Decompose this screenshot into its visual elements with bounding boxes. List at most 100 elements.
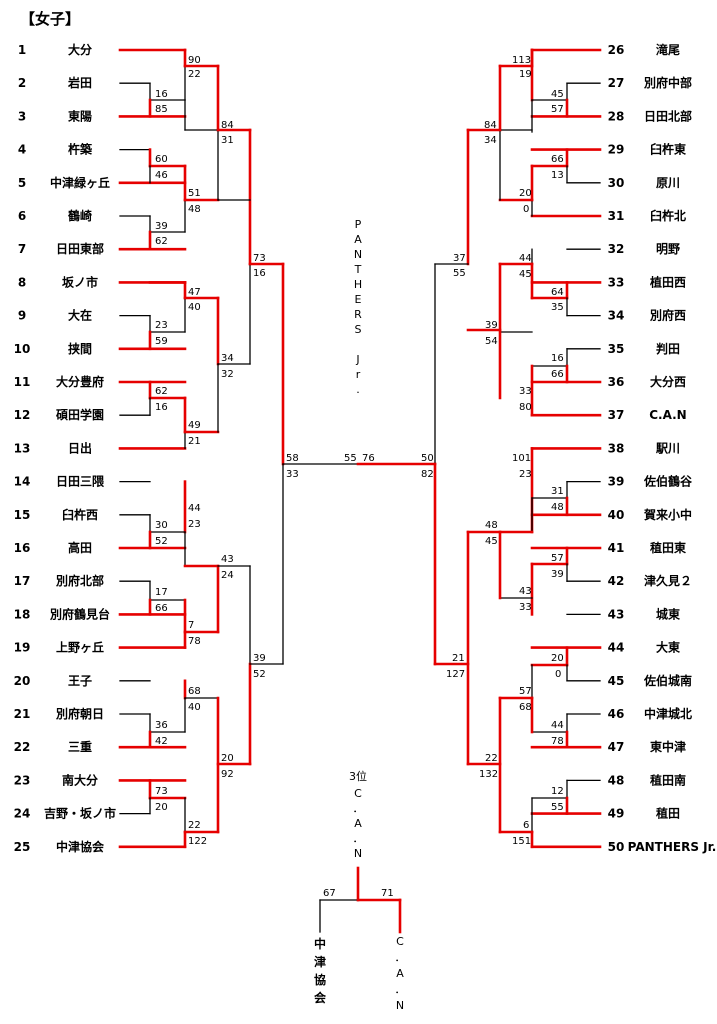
match-score: 37 [453, 253, 466, 264]
match-score: 113 [512, 55, 531, 66]
team-name: 明野 [656, 242, 680, 256]
match-score: 52 [253, 669, 266, 680]
team-seed: 22 [14, 740, 31, 754]
team-seed: 33 [608, 275, 625, 289]
team-seed: 3 [18, 109, 26, 123]
team-name: 日田三隈 [56, 474, 105, 489]
team-name: 別府鶴見台 [49, 606, 110, 621]
team-name: 臼杵東 [650, 142, 686, 157]
team-name: 鶴崎 [68, 208, 92, 223]
team-seed: 47 [608, 740, 625, 754]
third-place-team-char: C [396, 935, 404, 948]
champion-letter: P [355, 218, 362, 231]
champion-letter: T [354, 263, 362, 276]
match-score: 21 [452, 653, 465, 664]
match-score: 59 [155, 336, 168, 347]
team-seed: 10 [14, 342, 31, 356]
match-score: 31 [551, 486, 564, 497]
match-score: 46 [155, 170, 168, 181]
match-score: 19 [519, 69, 532, 80]
team-seed: 30 [608, 176, 625, 190]
team-name: 日田北部 [644, 108, 692, 123]
team-seed: 27 [608, 76, 625, 90]
third-place-label: 3位 [349, 769, 367, 783]
team-name: 日田東部 [56, 241, 104, 256]
team-seed: 8 [18, 275, 26, 289]
team-seed: 42 [608, 574, 625, 588]
match-score: 39 [485, 320, 498, 331]
team-seed: 39 [608, 475, 625, 489]
match-score: 151 [512, 836, 531, 847]
team-seed: 34 [608, 309, 625, 323]
team-seed: 23 [14, 773, 31, 787]
team-seed: 48 [608, 773, 625, 787]
team-name: 大分豊府 [56, 374, 104, 389]
match-score: 57 [519, 686, 532, 697]
match-score: 66 [551, 369, 564, 380]
match-score: 67 [323, 888, 336, 899]
match-score: 40 [188, 702, 201, 713]
match-score: 55 [344, 453, 357, 464]
match-score: 44 [519, 253, 532, 264]
match-score: 90 [188, 55, 201, 66]
match-score: 33 [519, 386, 532, 397]
match-score: 23 [188, 519, 201, 530]
team-name: 稙田東 [650, 540, 686, 555]
match-score: 20 [551, 653, 564, 664]
match-score: 73 [155, 786, 168, 797]
third-place-letter: ． [353, 802, 364, 815]
match-score: 68 [188, 686, 201, 697]
match-score: 44 [188, 503, 201, 514]
team-seed: 6 [18, 209, 26, 223]
team-seed: 24 [14, 807, 31, 821]
match-score: 48 [485, 520, 498, 531]
team-name: C.A.N [649, 408, 686, 422]
match-score: 58 [286, 453, 299, 464]
match-score: 31 [221, 135, 234, 146]
team-seed: 2 [18, 76, 26, 90]
match-score: 39 [155, 221, 168, 232]
team-name: 臼杵西 [62, 507, 98, 522]
team-seed: 21 [14, 707, 31, 721]
third-place-team-char: 津 [314, 954, 326, 969]
third-place-letter: ． [353, 832, 364, 845]
match-score: 13 [551, 170, 564, 181]
champion-letter: S [355, 323, 362, 336]
match-score: 23 [155, 320, 168, 331]
team-seed: 9 [18, 309, 26, 323]
team-seed: 26 [608, 43, 625, 57]
team-name: 大分 [68, 42, 92, 57]
team-name: 稙田 [656, 806, 680, 821]
match-score: 20 [519, 188, 532, 199]
team-name: 高田 [68, 540, 92, 555]
team-name: 佐伯鶴谷 [643, 474, 693, 489]
team-name: 岩田 [67, 75, 92, 90]
team-name: 滝尾 [656, 42, 680, 57]
team-name: 坂ノ市 [62, 274, 98, 289]
match-score: 60 [155, 154, 168, 165]
match-score: 84 [221, 120, 234, 131]
match-score: 54 [485, 336, 498, 347]
match-score: 62 [155, 386, 168, 397]
team-name: 吉野・坂ノ市 [44, 806, 116, 821]
champion-letter: N [354, 248, 362, 261]
match-score: 17 [155, 587, 168, 598]
match-score: 48 [551, 502, 564, 513]
third-place-team-char: 協 [314, 972, 326, 987]
team-name: 別府朝日 [55, 706, 104, 721]
match-score: 92 [221, 769, 234, 780]
match-score: 0 [555, 669, 561, 680]
champion-letter: J [355, 353, 359, 366]
match-score: 20 [155, 802, 168, 813]
champion-letter: r [356, 368, 361, 381]
team-name: PANTHERS Jr. [628, 840, 717, 854]
match-score: 55 [551, 802, 564, 813]
team-name: 王子 [68, 674, 92, 688]
match-score: 39 [253, 653, 266, 664]
team-name: 大分西 [650, 374, 686, 389]
match-score: 24 [221, 570, 234, 581]
match-score: 82 [421, 469, 434, 480]
team-name: 上野ヶ丘 [56, 640, 104, 655]
match-score: 55 [453, 268, 466, 279]
